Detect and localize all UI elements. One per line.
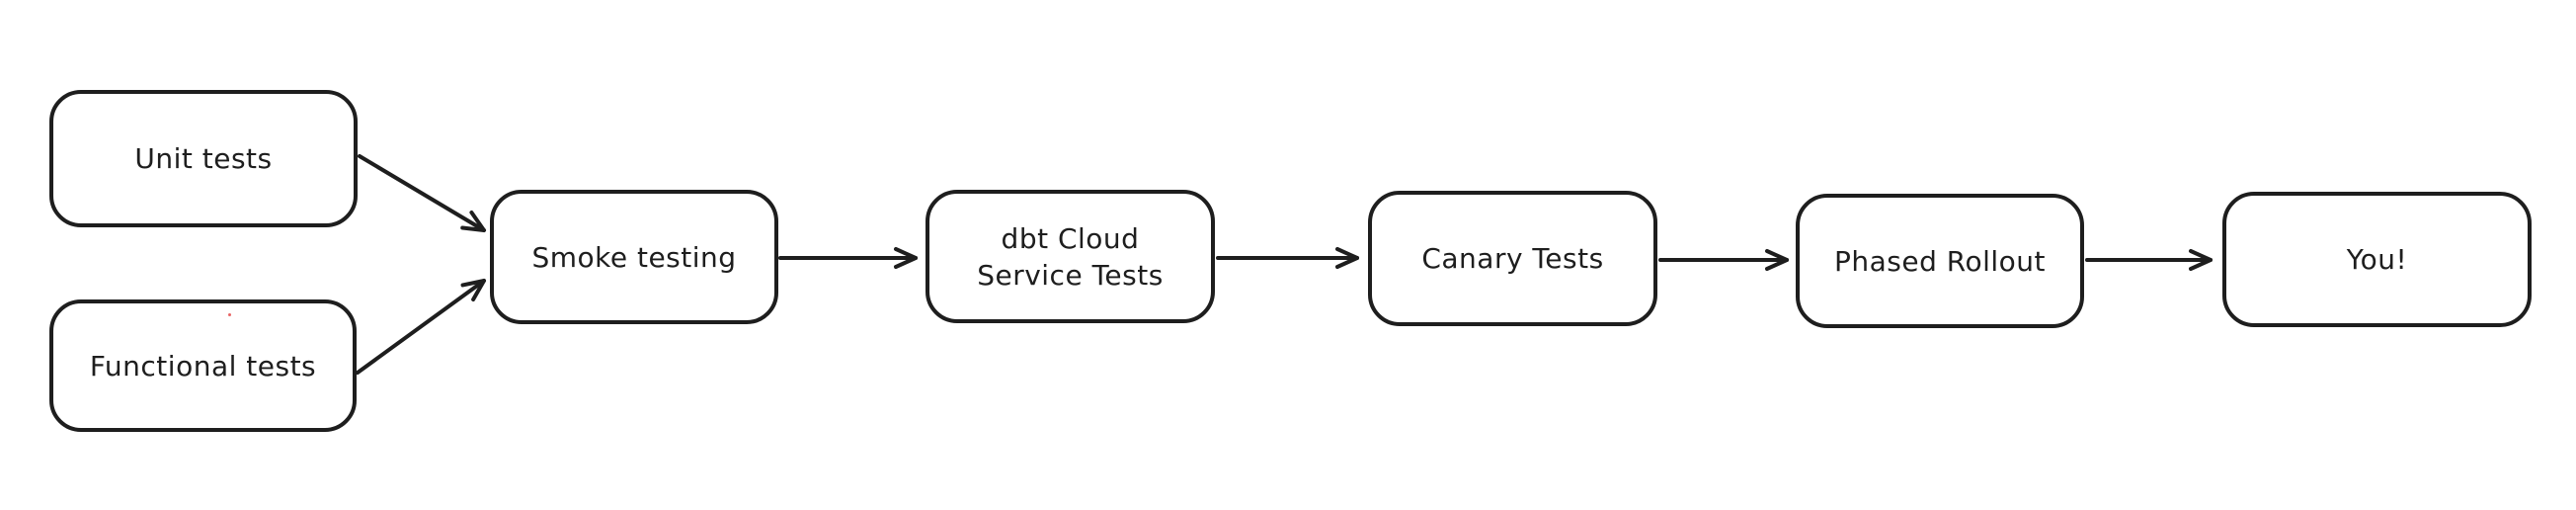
node-you: You! [2222,192,2532,327]
node-you-label: You! [2346,243,2408,276]
node-dbt-cloud-service-tests: dbt Cloud Service Tests [926,190,1215,323]
node-phased-rollout-label: Phased Rollout [1833,244,2047,278]
arrow-functional-tests-to-smoke-testing [356,279,486,375]
node-dbt-cloud-service-tests-label-line1: dbt Cloud [1001,221,1140,255]
node-phased-rollout: Phased Rollout [1796,194,2084,328]
node-functional-tests-label: Functional tests [89,349,317,382]
node-dbt-cloud-service-tests-label-line2: Service Tests [977,258,1164,292]
node-unit-tests: Unit tests [49,90,358,227]
node-smoke-testing: Smoke testing [490,190,778,324]
red-dot-artifact [228,313,231,316]
node-canary-tests: Canary Tests [1368,191,1657,326]
node-functional-tests: Functional tests [49,299,357,432]
node-canary-tests-label: Canary Tests [1421,242,1604,275]
arrow-unit-tests-to-smoke-testing [358,154,486,232]
node-unit-tests-label: Unit tests [134,142,273,175]
node-smoke-testing-label: Smoke testing [531,240,737,274]
